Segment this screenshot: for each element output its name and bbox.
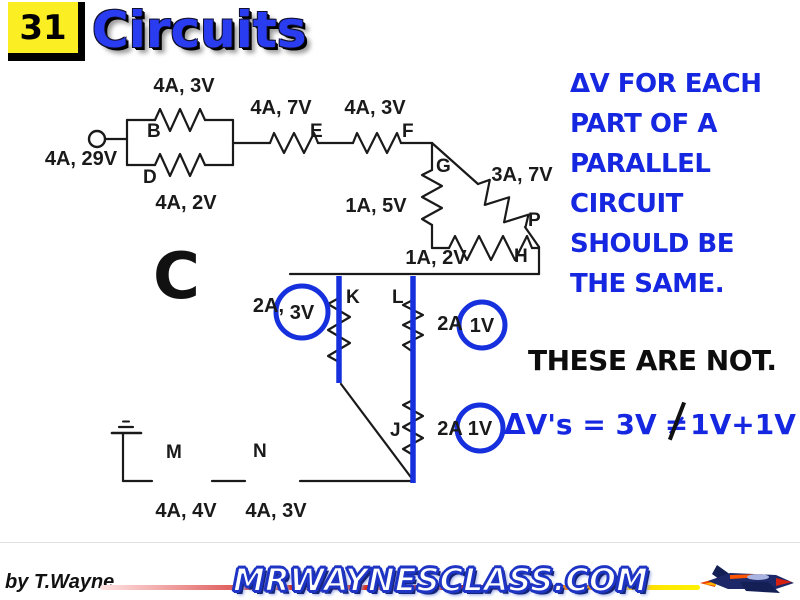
resistor-H <box>447 234 534 262</box>
node-label-l: L <box>392 287 404 308</box>
value-h: 1A, 2V <box>405 247 467 269</box>
circle-1v-L <box>456 299 508 351</box>
page-title: Circuits <box>92 1 307 59</box>
website-banner: MRWAYNESCLASS.COM <box>232 560 649 600</box>
node-label-p: P <box>528 210 541 231</box>
node-label-k: K <box>346 287 360 308</box>
node-label-m: M <box>166 442 182 463</box>
value-f: 4A, 3V <box>344 97 406 119</box>
equation-right: 1V+1V <box>690 408 796 441</box>
parallel-highlight-lines <box>336 276 416 483</box>
voltage-circles <box>273 283 508 454</box>
banner-gradient-line <box>100 585 700 590</box>
node-label-e: E <box>310 121 323 142</box>
node-label-g: G <box>436 156 451 177</box>
node-label-j: J <box>390 420 401 441</box>
slide-number-box: 31 <box>8 2 85 61</box>
value-l-voltage: 1V <box>470 315 495 337</box>
circuit-wires <box>103 107 541 483</box>
note-line: THE SAME. <box>570 269 725 299</box>
note-line: PARALLEL <box>570 149 711 179</box>
circle-3v <box>273 283 331 341</box>
credit-text: by T.Wayne <box>5 571 115 593</box>
value-d: 4A, 2V <box>155 192 217 214</box>
note-line: PART OF A <box>570 109 717 139</box>
resistor-L <box>401 298 425 354</box>
terminal-circle <box>87 129 107 149</box>
value-j-voltage: 1V <box>468 418 493 440</box>
node-label-b: B <box>147 121 161 142</box>
resistor-F <box>351 131 403 155</box>
value-k-current: 2A, <box>253 295 284 317</box>
resistor-E <box>268 131 320 155</box>
value-n: 4A, 3V <box>245 500 307 522</box>
value-e: 4A, 7V <box>250 97 312 119</box>
node-label-h: H <box>514 246 528 267</box>
value-k-voltage: 3V <box>290 302 315 324</box>
node-label-n: N <box>253 441 267 462</box>
equation-text: ΔV's = 3V ≠ 1V+1V <box>504 408 796 441</box>
not-equal-sign: ≠ <box>664 408 689 441</box>
note-line: CIRCUIT <box>570 189 683 219</box>
equation-left: ΔV's = 3V <box>504 408 657 441</box>
slide-number: 31 <box>19 7 67 48</box>
footer-divider <box>0 542 800 543</box>
node-label-d: D <box>143 167 157 188</box>
resistor-G <box>420 168 444 227</box>
resistor-B <box>153 107 207 133</box>
node-label-f: F <box>402 121 414 142</box>
value-l-current: 2A <box>437 313 463 335</box>
value-j-current: 2A <box>437 418 463 440</box>
resistor-P <box>476 178 530 228</box>
value-m: 4A, 4V <box>155 500 217 522</box>
note-line: SHOULD BE <box>570 229 734 259</box>
resistor-D <box>153 152 207 178</box>
resistor-J <box>401 398 425 457</box>
big-letter-c: C <box>153 240 200 314</box>
source-value: 4A, 29V <box>45 148 118 170</box>
circle-1v-J <box>454 402 506 454</box>
jet-icon <box>700 565 794 593</box>
note-line: ΔV FOR EACH <box>570 69 762 99</box>
value-b: 4A, 3V <box>153 75 215 97</box>
these-are-not-text: THESE ARE NOT. <box>528 344 777 377</box>
parallel-rule-note: ΔV FOR EACH PART OF A PARALLEL CIRCUIT S… <box>570 64 800 304</box>
value-p: 3A, 7V <box>491 164 553 186</box>
value-g: 1A, 5V <box>345 195 407 217</box>
battery-icon <box>110 420 143 435</box>
